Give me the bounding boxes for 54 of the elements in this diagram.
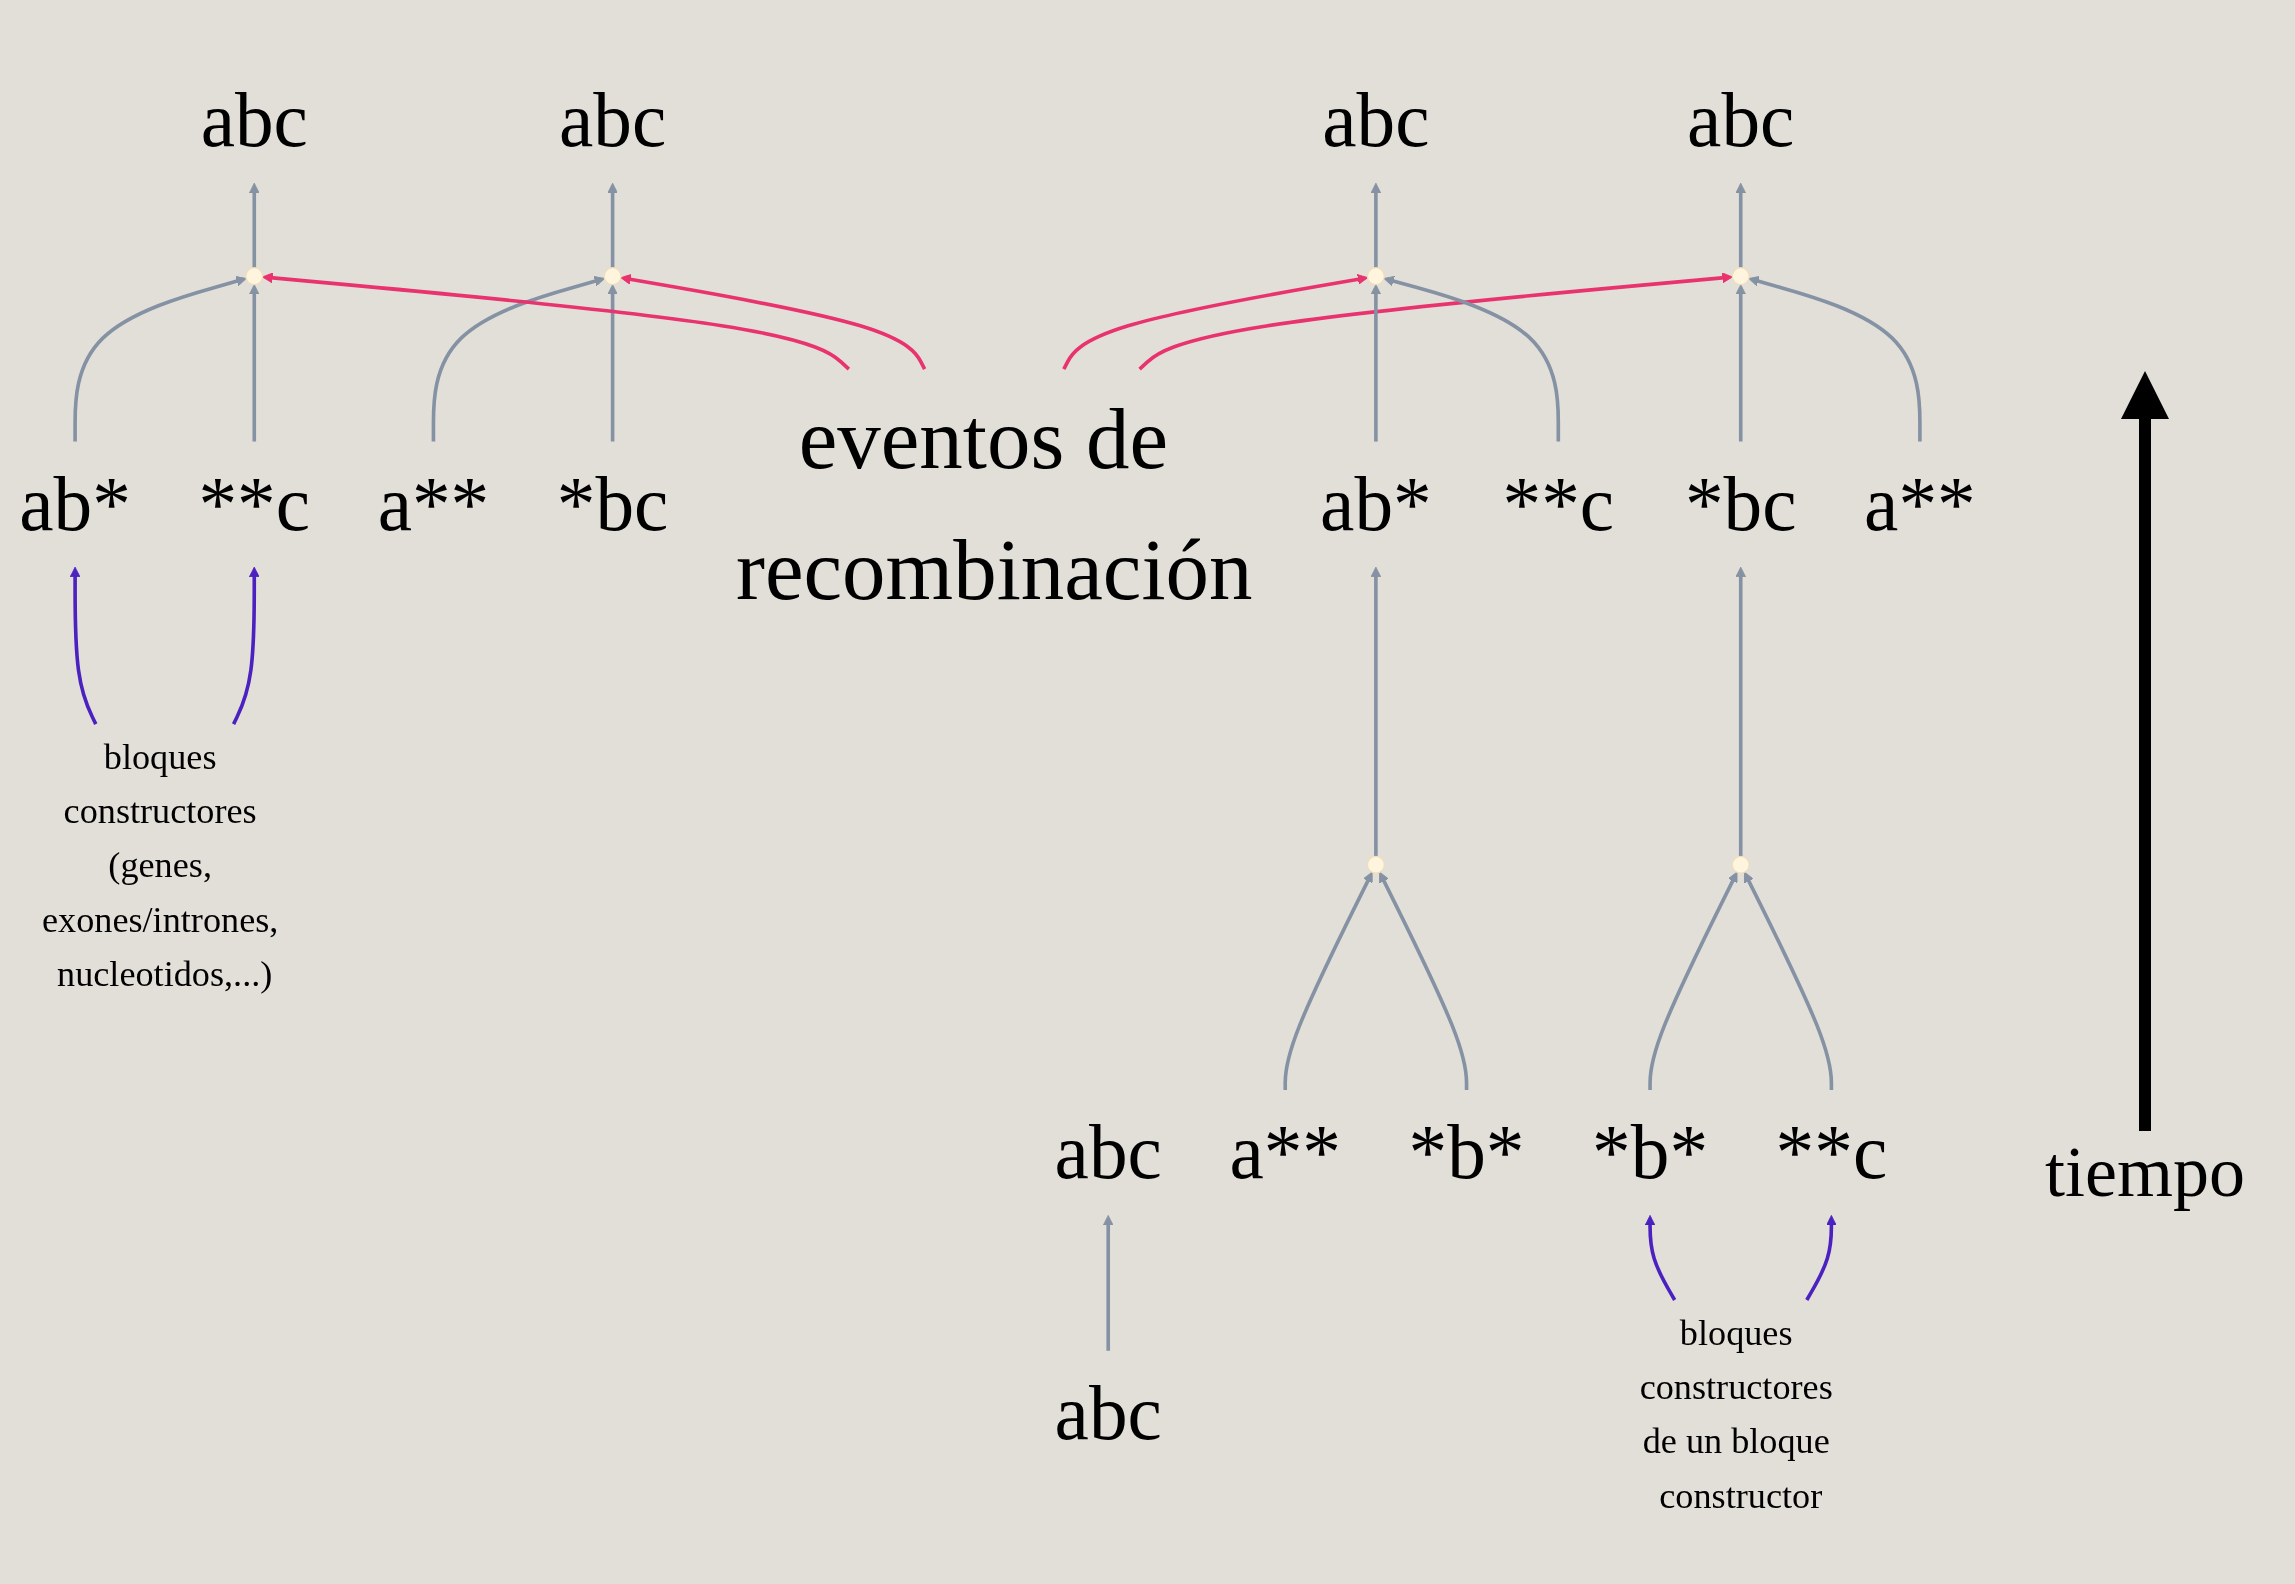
text-label: *b*: [1408, 1108, 1525, 1195]
text-label: **c: [198, 460, 311, 547]
arrow: [1644, 1214, 1677, 1301]
text-label: a**: [1864, 460, 1976, 547]
arrow: [620, 273, 927, 370]
junction-point: [1366, 855, 1385, 874]
text-label: abc: [559, 76, 667, 163]
arrow: [1805, 1214, 1837, 1301]
arrow: [431, 275, 605, 442]
text-label: abc: [1687, 76, 1795, 163]
arrow: [69, 566, 98, 725]
junction-point: [1731, 855, 1750, 874]
arrow: [1379, 871, 1469, 1090]
arrow: [1283, 871, 1373, 1090]
text-label: abc: [200, 76, 308, 163]
text-label: a**: [1229, 1108, 1341, 1195]
arrow: [1383, 275, 1561, 442]
text-label: *bc: [1684, 460, 1797, 547]
arrow: [1735, 566, 1747, 856]
arrow: [1370, 283, 1382, 442]
arrow: [1370, 566, 1382, 856]
arrow: [1735, 283, 1747, 442]
junction-point: [245, 266, 264, 285]
text-label: ab*: [19, 460, 131, 547]
junction-point: [603, 266, 622, 285]
text-label: *b*: [1592, 1108, 1708, 1195]
arrow: [1743, 871, 1834, 1090]
text-label: bloques constructores (genes, exones/intrones, nucleotidos,...): [41, 735, 279, 993]
arrow: [1370, 182, 1382, 268]
text-label: bloques constructores de un bloque constructor: [1639, 1311, 1833, 1515]
arrow: [1748, 275, 1922, 442]
arrow: [248, 182, 260, 268]
text-label: eventos de recombinación: [736, 390, 1253, 618]
arrow: [231, 566, 260, 725]
arrow: [262, 272, 851, 371]
arrow: [248, 283, 260, 442]
text-label: abc: [1054, 1369, 1162, 1456]
junction-point: [1731, 266, 1750, 285]
junction-point: [1366, 266, 1385, 285]
arrow: [607, 182, 618, 268]
text-label: abc: [1322, 76, 1430, 163]
arrow: [1102, 1214, 1114, 1351]
text-label: **c: [1502, 460, 1615, 547]
arrow: [1138, 272, 1733, 371]
arrow: [73, 275, 247, 442]
axis-label: tiempo: [2045, 1131, 2245, 1212]
text-label: a**: [377, 460, 490, 547]
text-label: ab*: [1320, 460, 1432, 547]
text-label: *bc: [556, 460, 669, 547]
arrow: [1648, 871, 1738, 1090]
text-label: **c: [1775, 1108, 1888, 1195]
text-label: abc: [1054, 1108, 1162, 1195]
arrow: [1735, 182, 1747, 268]
arrow: [607, 283, 618, 442]
